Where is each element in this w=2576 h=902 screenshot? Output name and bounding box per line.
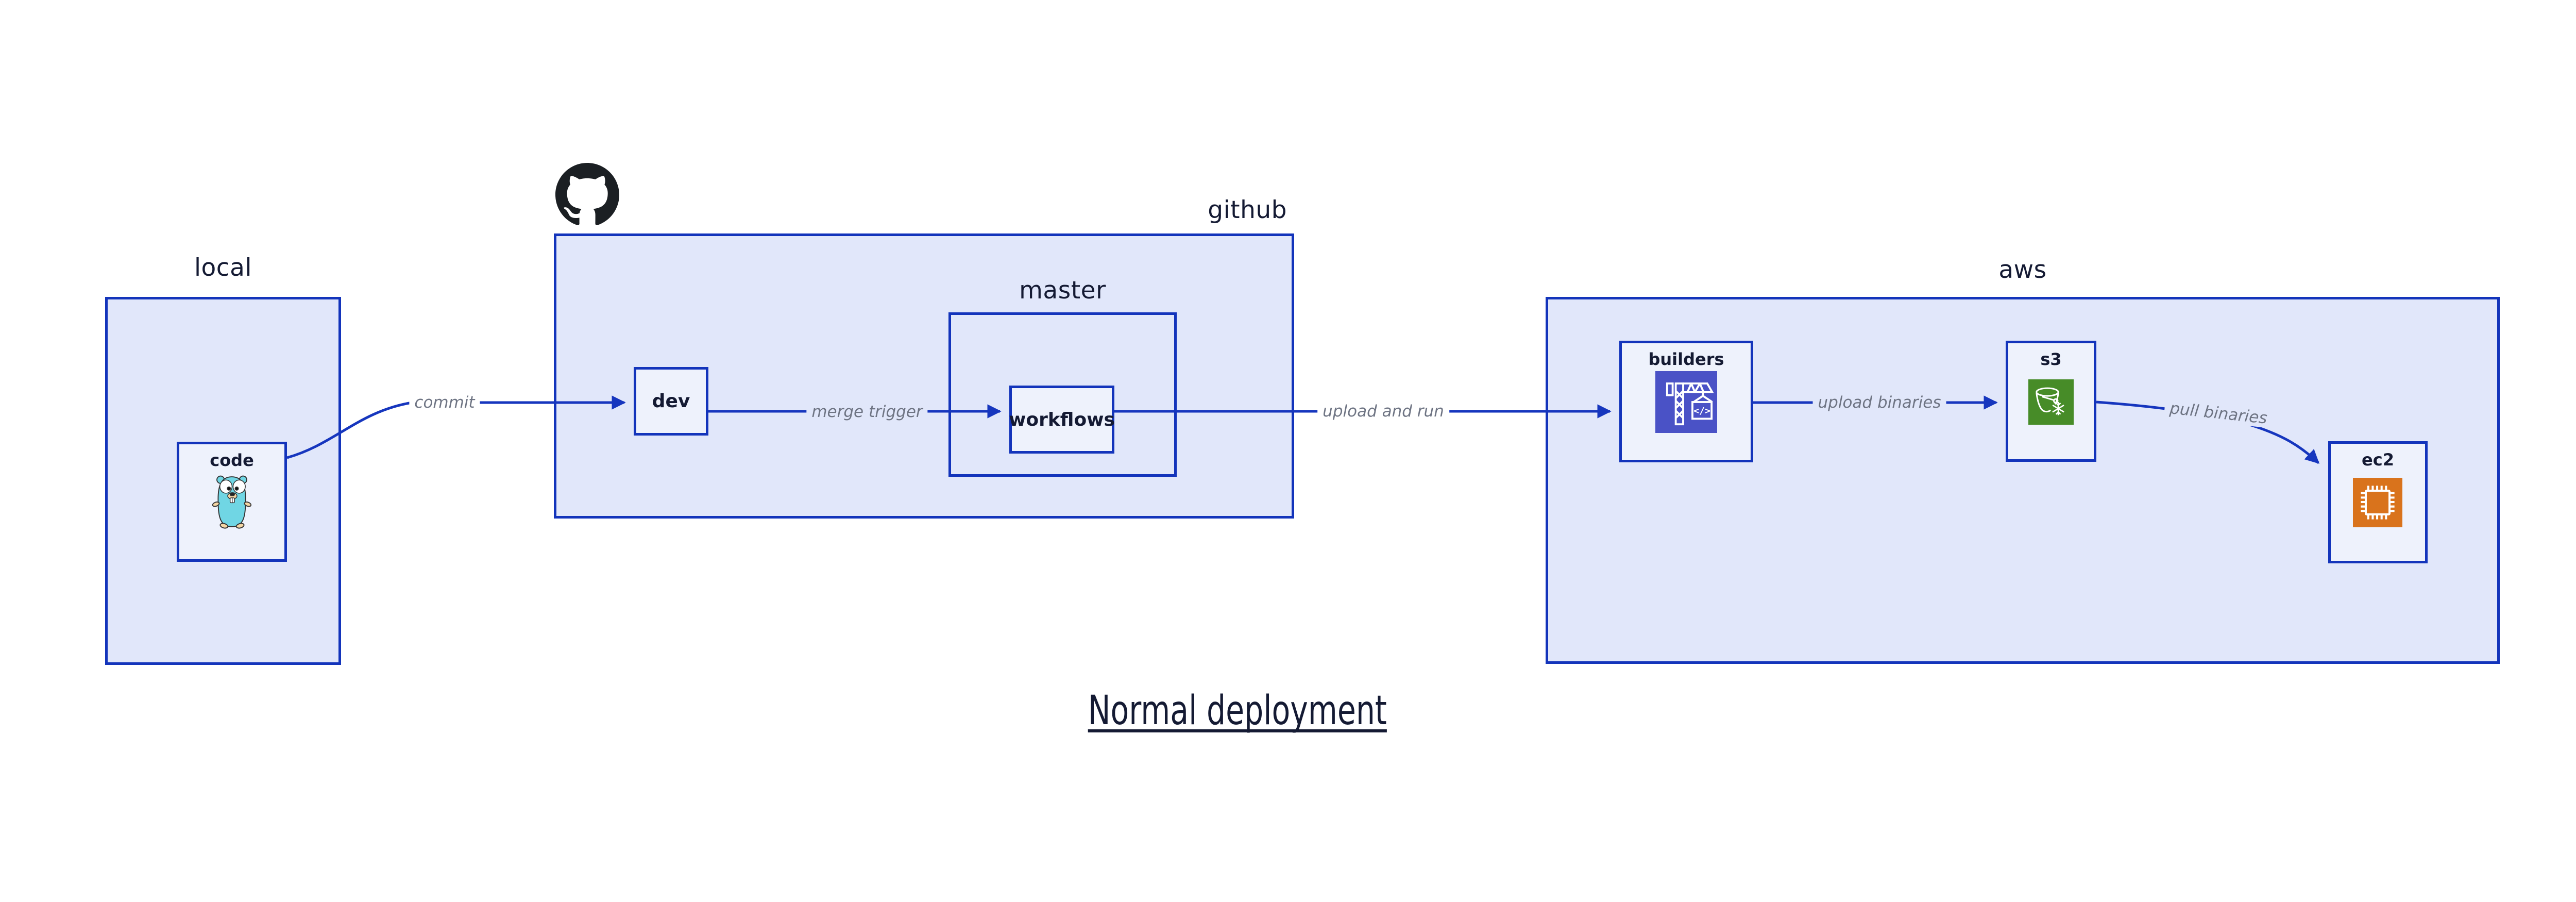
group-label-master: master bbox=[1019, 276, 1106, 305]
diagram-title: Normal deployment bbox=[1088, 688, 1387, 734]
node-box-dev: dev bbox=[634, 367, 708, 436]
edge-label-commit: commit bbox=[409, 393, 480, 412]
edge-label-merge-trigger: merge trigger bbox=[806, 403, 928, 421]
node-label-ec2: ec2 bbox=[2362, 450, 2394, 470]
node-box-ec2: ec2 bbox=[2328, 441, 2428, 563]
node-label-dev: dev bbox=[652, 391, 690, 412]
codebuild-crane-icon: </> bbox=[1655, 371, 1717, 435]
github-octocat-icon bbox=[555, 163, 619, 229]
node-label-builders: builders bbox=[1648, 349, 1724, 369]
group-label-local: local bbox=[194, 254, 252, 282]
group-label-aws: aws bbox=[1998, 256, 2047, 284]
s3-glacier-bucket-icon bbox=[2028, 379, 2074, 427]
node-label-s3: s3 bbox=[2040, 349, 2062, 369]
node-label-code: code bbox=[210, 450, 254, 470]
node-box-code: code bbox=[177, 442, 287, 562]
go-gopher-icon bbox=[212, 473, 252, 532]
edge-label-upload-and-run: upload and run bbox=[1317, 402, 1449, 421]
edge-label-upload-binaries: upload binaries bbox=[1812, 393, 1946, 412]
node-label-workflows: workflows bbox=[1009, 409, 1115, 430]
ec2-chip-icon bbox=[2353, 478, 2402, 529]
edge-commit bbox=[286, 395, 626, 459]
svg-text:</>: </> bbox=[1693, 406, 1710, 416]
node-box-workflows: workflows bbox=[1009, 386, 1115, 454]
group-label-github: github bbox=[1208, 196, 1287, 224]
